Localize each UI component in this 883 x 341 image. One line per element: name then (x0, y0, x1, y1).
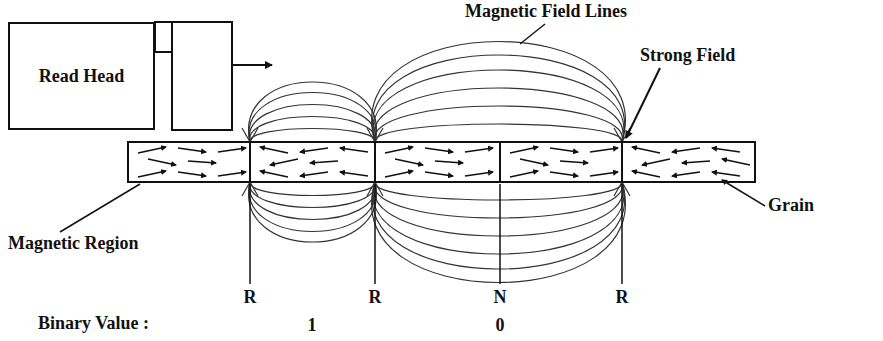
grain-arrow (712, 148, 740, 152)
region-dividers (250, 142, 622, 182)
motion-arrow (232, 64, 272, 66)
grain-arrow (188, 161, 216, 163)
grain-arrow (550, 148, 578, 152)
grain-arrow (560, 161, 588, 163)
row-label: Binary Value : (38, 314, 149, 334)
grain-arrow (642, 159, 670, 165)
grain-arrow (300, 172, 328, 176)
grain-arrow (395, 159, 423, 165)
grain-arrow (590, 172, 618, 176)
grain-arrow (520, 159, 548, 165)
head-gap-box (172, 22, 232, 130)
grain-arrow (682, 161, 710, 163)
grain-arrow (270, 159, 298, 165)
callout-label: Strong Field (640, 46, 735, 66)
grain-arrow (465, 172, 493, 176)
grain-arrow (510, 171, 538, 177)
bit-value: 1 (308, 316, 317, 336)
head-bridge (155, 22, 172, 52)
leader-arrow (722, 180, 765, 206)
leader-line (520, 24, 545, 44)
callout-label: Grain (768, 196, 814, 216)
grain-arrow (632, 147, 660, 153)
grain-arrow (385, 147, 413, 153)
grain-arrow (138, 147, 166, 153)
grain-arrow (148, 159, 176, 165)
callout-label: Magnetic Field Lines (465, 2, 627, 22)
read-head-box: Read Head (8, 22, 155, 130)
grain-arrow (218, 172, 246, 176)
bit-value: 0 (496, 316, 505, 336)
grain-arrow (138, 171, 166, 177)
grain-arrow (425, 172, 453, 176)
grain-arrow (722, 159, 750, 165)
grain-arrow (510, 147, 538, 153)
boundary-code: R (616, 288, 629, 308)
grain-arrow (340, 172, 368, 176)
grain-arrow (310, 161, 338, 163)
boundary-code: R (369, 288, 382, 308)
boundary-markers (250, 184, 622, 284)
leader-line (60, 184, 140, 232)
grain-arrow (178, 172, 206, 176)
boundary-code: R (244, 288, 257, 308)
grain-arrow (385, 171, 413, 177)
leader-arrow (626, 68, 660, 138)
grain-arrow (672, 148, 700, 152)
grain-arrow (672, 172, 700, 176)
boundary-code: N (494, 288, 507, 308)
callout-label: Magnetic Region (8, 234, 138, 254)
grain-arrow (218, 148, 246, 152)
node-text: Read Head (39, 66, 125, 87)
grain-arrow (632, 171, 660, 177)
grain-arrow (590, 148, 618, 152)
grain-arrow (425, 148, 453, 152)
grain-arrows (138, 147, 750, 177)
grain-arrow (340, 148, 368, 152)
grain-arrow (260, 171, 288, 177)
grain-arrow (550, 172, 578, 176)
grain-arrow (300, 148, 328, 152)
grain-arrow (712, 172, 740, 176)
grain-arrow (260, 147, 288, 153)
magnetic-strip (128, 142, 755, 182)
grain-arrow (465, 148, 493, 152)
grain-arrow (435, 161, 463, 163)
grain-arrow (178, 148, 206, 152)
